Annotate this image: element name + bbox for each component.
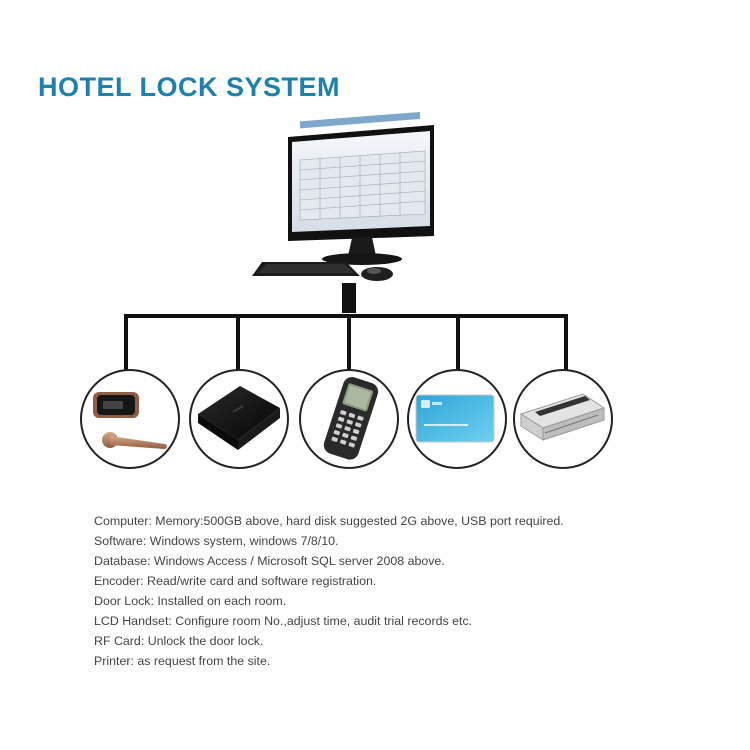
rf-card-icon [415,394,495,443]
door-lock-node [80,369,180,469]
door-lock-icon [93,392,167,449]
spec-rf-card: RF Card: Unlock the door lock. [94,634,264,648]
printer-icon [519,393,606,441]
screen-grid [299,150,426,221]
page-title: HOTEL LOCK SYSTEM [38,72,341,102]
system-diagram [80,111,613,469]
spec-database: Database: Windows Access / Microsoft SQL… [94,554,445,568]
lcd-handset-icon [323,377,379,460]
spec-computer: Computer: Memory:500GB above, hard disk … [94,514,564,528]
connector-lines [124,283,568,372]
spec-encoder: Encoder: Read/write card and software re… [94,574,377,588]
encoder-icon [198,386,280,450]
spec-door-lock: Door Lock: Installed on each room. [94,594,287,608]
spec-lcd-handset: LCD Handset: Configure room No.,adjust t… [94,614,473,628]
computer-icon [252,111,434,281]
spec-list: Computer: Memory:500GB above, hard disk … [94,511,564,671]
spec-software: Software: Windows system, windows 7/8/10… [94,534,339,548]
spec-printer: Printer: as request from the site. [94,654,271,668]
